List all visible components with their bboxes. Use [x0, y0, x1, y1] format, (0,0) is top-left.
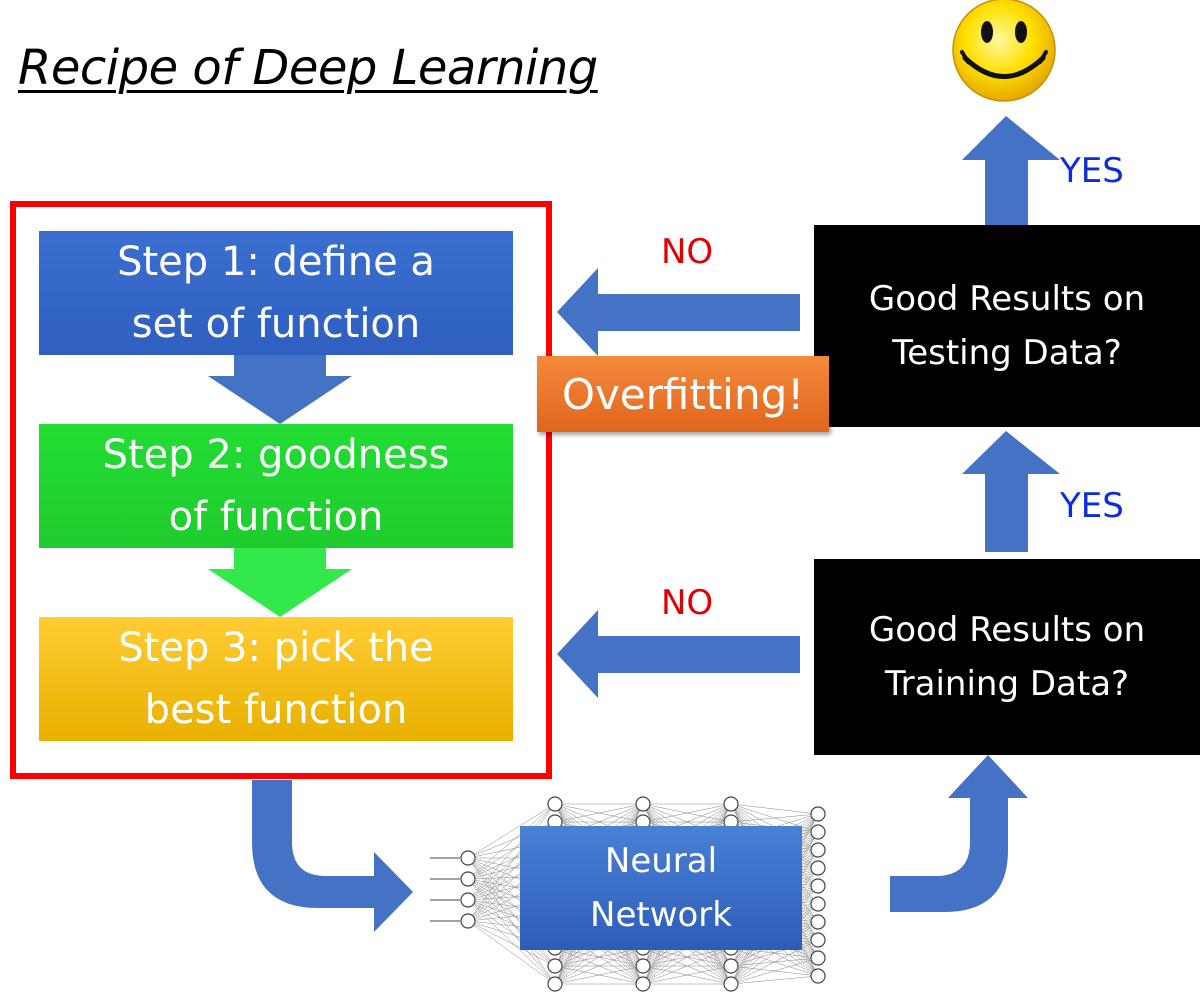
network-neuron	[810, 806, 826, 822]
network-neuron	[723, 976, 739, 992]
overfitting-label: Overfitting!	[537, 356, 829, 432]
network-connection	[467, 920, 556, 967]
arrow-yes-training	[962, 431, 1060, 552]
network-connection	[554, 947, 644, 985]
network-connection	[467, 899, 556, 967]
network-connection	[730, 975, 819, 985]
network-neuron	[635, 958, 651, 974]
network-neuron	[723, 796, 739, 812]
network-neuron	[635, 796, 651, 812]
training-check-line-2: Training Data?	[884, 664, 1130, 704]
arrow-no-testing	[557, 268, 800, 356]
network-connection	[642, 965, 732, 985]
network-connection	[730, 957, 819, 985]
step-2-line-1: Step 2: goodness	[102, 432, 450, 478]
step-1-line-1: Step 1: define a	[117, 239, 435, 285]
network-neuron	[547, 958, 563, 974]
arrow-yes-testing	[962, 116, 1060, 225]
step-3-line-1: Step 3: pick the	[118, 625, 434, 671]
step-3-line-2: best function	[144, 687, 408, 733]
network-connection	[467, 803, 556, 901]
neural-network-line-1: Neural	[604, 841, 718, 881]
network-neuron	[460, 913, 476, 929]
smiley-face-icon	[952, 0, 1056, 102]
network-connection	[467, 878, 556, 985]
network-connection	[467, 857, 556, 985]
step-1-box: Step 1: define a set of function	[39, 231, 513, 355]
network-connection	[730, 813, 819, 823]
testing-check-line-2: Testing Data?	[892, 333, 1122, 373]
arrow-step2-to-step3	[208, 546, 352, 617]
network-connection	[467, 803, 556, 859]
testing-check-line-1: Good Results on	[868, 279, 1146, 319]
network-connection	[730, 921, 819, 985]
arrow-to-training	[890, 755, 1028, 912]
network-neuron	[810, 950, 826, 966]
network-connection	[467, 899, 556, 985]
network-connection	[467, 878, 556, 967]
network-connection	[467, 803, 556, 880]
step-1-line-2: set of function	[131, 301, 421, 347]
network-connection	[554, 965, 644, 985]
no-label-testing: NO	[661, 232, 714, 272]
network-neuron	[810, 824, 826, 840]
network-neuron	[460, 871, 476, 887]
network-neuron	[547, 796, 563, 812]
network-neuron	[810, 914, 826, 930]
network-neuron	[810, 860, 826, 876]
step-3-box: Step 3: pick the best function	[39, 617, 513, 741]
testing-check-box: Good Results on Testing Data?	[814, 225, 1200, 427]
network-neuron	[460, 892, 476, 908]
step-2-line-2: of function	[168, 494, 384, 540]
network-connection	[642, 947, 732, 985]
network-connection	[467, 803, 556, 922]
network-neuron	[547, 976, 563, 992]
neural-network-box: Neural Network	[520, 826, 802, 950]
network-neuron	[810, 842, 826, 858]
network-connection	[730, 803, 819, 815]
network-neuron	[810, 896, 826, 912]
training-check-line-1: Good Results on	[868, 610, 1146, 650]
arrow-to-network	[252, 780, 413, 932]
network-neuron	[810, 932, 826, 948]
page-title: Recipe of Deep Learning	[18, 40, 598, 96]
step-2-box: Step 2: goodness of function	[39, 424, 513, 548]
neural-network-line-2: Network	[590, 895, 732, 935]
yes-label-testing: YES	[1060, 151, 1124, 191]
no-label-training: NO	[661, 583, 714, 623]
network-neuron	[723, 958, 739, 974]
network-neuron	[810, 968, 826, 984]
network-neuron	[460, 850, 476, 866]
network-neuron	[810, 878, 826, 894]
network-connection	[467, 920, 556, 985]
network-connection	[642, 803, 732, 823]
arrow-step1-to-step2	[208, 353, 352, 424]
network-connection	[554, 803, 644, 823]
arrow-no-training	[557, 610, 800, 698]
yes-label-training: YES	[1060, 486, 1124, 526]
recipe-steps-frame	[10, 201, 552, 779]
network-connection	[730, 939, 819, 985]
training-check-box: Good Results on Training Data?	[814, 559, 1200, 755]
network-neuron	[635, 976, 651, 992]
